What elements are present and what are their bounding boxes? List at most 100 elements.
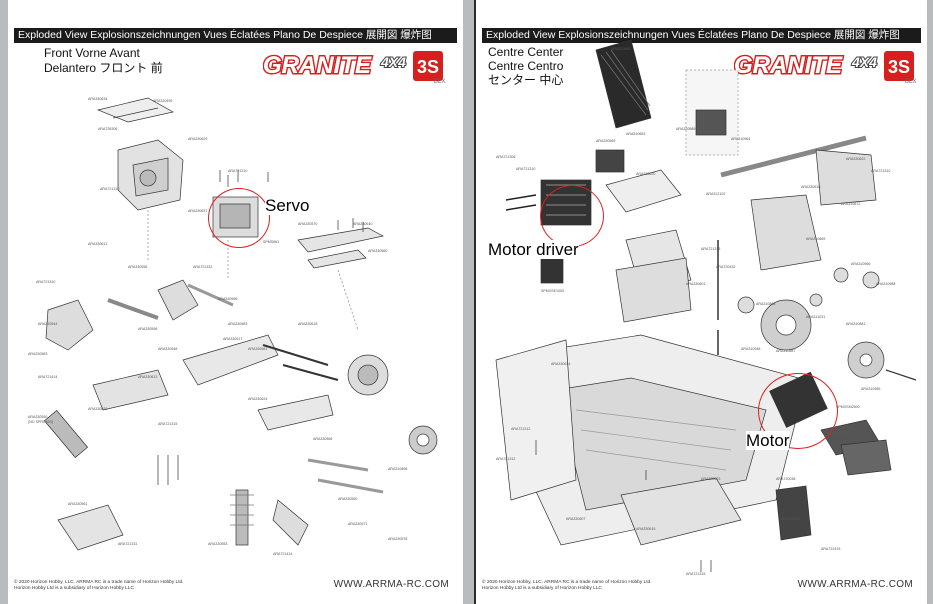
svg-text:ARA721332: ARA721332 — [193, 265, 212, 269]
svg-text:ARA721315: ARA721315 — [686, 572, 705, 576]
copyright-line1: © 2020 Horizon Hobby, LLC. ARRMA RC is a… — [14, 580, 184, 585]
position-label-line2: Centre Centro — [488, 59, 564, 73]
svg-text:ARA330598: ARA330598 — [138, 327, 157, 331]
svg-text:ARA330517: ARA330517 — [223, 337, 242, 341]
svg-text:SPMS661: SPMS661 — [263, 240, 279, 244]
svg-text:ARA310964: ARA310964 — [731, 137, 750, 141]
svg-text:ARA330570: ARA330570 — [298, 222, 317, 226]
svg-text:ARA320495: ARA320495 — [153, 99, 172, 103]
copyright-line2: Horizon Hobby Ltd is a subsidiary of Hor… — [14, 586, 134, 591]
svg-text:ARA310663: ARA310663 — [626, 132, 645, 136]
svg-text:ARA330583: ARA330583 — [28, 352, 47, 356]
svg-text:ARA310948: ARA310948 — [741, 347, 760, 351]
svg-text:ARA310869: ARA310869 — [806, 237, 825, 241]
svg-text:ARA330583: ARA330583 — [228, 322, 247, 326]
motor-driver-callout-ring — [540, 185, 604, 247]
svg-text:ARA310988: ARA310988 — [876, 282, 895, 286]
logo-blx-badge: BLX — [905, 79, 916, 85]
svg-text:ARA721315: ARA721315 — [158, 422, 177, 426]
svg-text:ARA330550: ARA330550 — [28, 415, 47, 419]
granite-logo: GRANITE GRANITE 4X4 3S BLX — [262, 47, 453, 92]
svg-text:ARA330571: ARA330571 — [348, 522, 367, 526]
svg-text:ARA720432: ARA720432 — [716, 265, 735, 269]
svg-text:ARA330548: ARA330548 — [158, 347, 177, 351]
granite-logo: GRANITE GRANITE 4X4 3S BLX — [733, 47, 924, 92]
page-header-right: Exploded View Explosionszeichnungen Vues… — [482, 28, 921, 43]
svg-text:ARA310898: ARA310898 — [388, 467, 407, 471]
svg-text:ARA330615: ARA330615 — [636, 527, 655, 531]
svg-text:ARA721414: ARA721414 — [38, 375, 57, 379]
svg-text:ARA720038: ARA720038 — [776, 477, 795, 481]
svg-text:ARA330550: ARA330550 — [338, 497, 357, 501]
logo-4x4-badge: 4X4 — [851, 54, 877, 70]
svg-text:ARA330613: ARA330613 — [701, 477, 720, 481]
svg-text:ARA310966: ARA310966 — [851, 262, 870, 266]
svg-text:SPMXSM2500: SPMXSM2500 — [836, 405, 860, 409]
svg-text:ARA310888: ARA310888 — [756, 302, 775, 306]
svg-text:ARA330629: ARA330629 — [188, 137, 207, 141]
svg-text:ARA311031: ARA311031 — [806, 315, 825, 319]
svg-text:ARA330581: ARA330581 — [248, 347, 267, 351]
svg-text:ARA330595: ARA330595 — [781, 517, 800, 521]
svg-text:ARA722415: ARA722415 — [821, 547, 840, 551]
svg-text:ARA330607: ARA330607 — [566, 517, 585, 521]
svg-text:ARA721310: ARA721310 — [228, 169, 247, 173]
copyright-footer-left: © 2020 Horizon Hobby, LLC. ARRMA RC is a… — [14, 580, 234, 592]
svg-text:ARA721310: ARA721310 — [36, 280, 55, 284]
svg-text:ARA330544: ARA330544 — [38, 322, 57, 326]
svg-text:ARA726306: ARA726306 — [98, 127, 117, 131]
position-label-line3: センター 中心 — [488, 73, 564, 87]
svg-text:ARA721414: ARA721414 — [273, 552, 292, 556]
motor-callout-ring — [758, 373, 838, 449]
servo-callout-label: Servo — [265, 196, 310, 215]
website-url-left: WWW.ARRMA-RC.COM — [333, 579, 449, 590]
motor-driver-callout-label: Motor driver — [488, 240, 579, 259]
servo-callout-ring — [208, 188, 270, 248]
svg-text:ARA330553: ARA330553 — [208, 542, 227, 546]
logo-3s-badge: 3S — [417, 57, 439, 77]
website-url-right: WWW.ARRMA-RC.COM — [797, 579, 913, 590]
svg-text:ARA330622: ARA330622 — [846, 157, 865, 161]
svg-text:ARA330620: ARA330620 — [88, 407, 107, 411]
logo-brand-text: GRANITE — [734, 52, 843, 79]
right-exploded-view-page: Exploded View Explosionszeichnungen Vues… — [474, 0, 927, 604]
svg-text:ARA721312: ARA721312 — [496, 457, 515, 461]
svg-text:(NO SPRINGS): (NO SPRINGS) — [28, 420, 53, 424]
svg-text:ARA721312: ARA721312 — [511, 427, 530, 431]
svg-text:ARA330556: ARA330556 — [128, 265, 147, 269]
logo-brand-text: GRANITE — [263, 52, 372, 79]
svg-text:ARA330561: ARA330561 — [68, 502, 87, 506]
svg-text:ARA330613: ARA330613 — [138, 375, 157, 379]
page-header-left: Exploded View Explosionszeichnungen Vues… — [14, 28, 457, 43]
svg-text:ARA330597: ARA330597 — [831, 437, 850, 441]
svg-text:SPMXSE1050: SPMXSE1050 — [541, 289, 564, 293]
svg-text:ARA721310: ARA721310 — [516, 167, 535, 171]
svg-text:ARA721310: ARA721310 — [871, 169, 890, 173]
svg-text:ARA330569: ARA330569 — [596, 139, 615, 143]
motor-callout-label: Motor — [746, 431, 790, 450]
position-label-line2: Delantero フロント 前 — [44, 61, 163, 75]
logo-4x4-badge: 4X4 — [380, 54, 406, 70]
copyright-line2: Horizon Hobby Ltd is a subsidiary of Hor… — [482, 586, 602, 591]
svg-text:ARA330620: ARA330620 — [636, 172, 655, 176]
svg-text:ARA330516: ARA330516 — [801, 185, 820, 189]
svg-text:ARA330640: ARA330640 — [353, 222, 372, 226]
svg-text:ARA310887: ARA310887 — [776, 349, 795, 353]
svg-text:ARA330560: ARA330560 — [368, 249, 387, 253]
svg-text:ARA330566: ARA330566 — [313, 437, 332, 441]
svg-text:ARA320589: ARA320589 — [676, 127, 695, 131]
svg-text:ARA721310: ARA721310 — [100, 187, 119, 191]
svg-text:ARA330634: ARA330634 — [88, 97, 107, 101]
logo-blx-badge: BLX — [434, 79, 445, 85]
svg-text:ARA721331: ARA721331 — [118, 542, 137, 546]
position-label-line1: Centre Center — [488, 45, 564, 59]
svg-text:ARA320569: ARA320569 — [611, 47, 630, 51]
logo-brand-text-fill: GRANITE — [263, 52, 372, 79]
svg-text:ARA721313: ARA721313 — [701, 247, 720, 251]
svg-text:ARA312102: ARA312102 — [706, 192, 725, 196]
svg-text:ARA330601: ARA330601 — [686, 282, 705, 286]
svg-text:ARA330618: ARA330618 — [298, 322, 317, 326]
logo-brand-text-fill: GRANITE — [734, 52, 843, 79]
